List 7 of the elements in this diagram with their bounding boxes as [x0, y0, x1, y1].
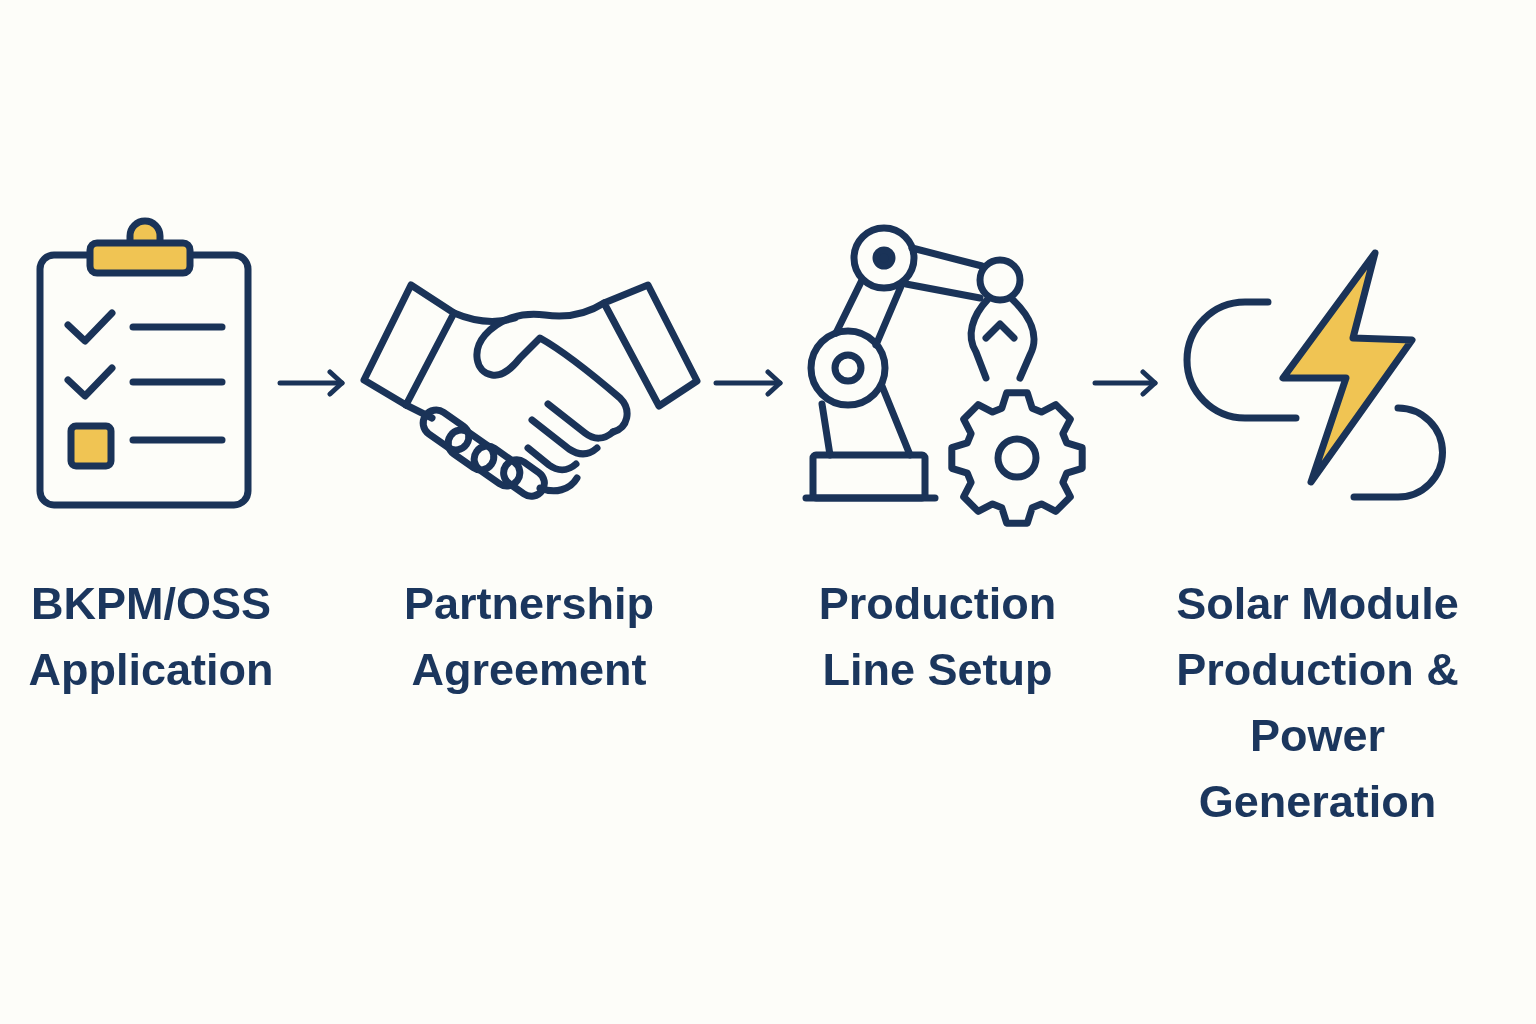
arrow [1092, 369, 1158, 397]
arrow [277, 369, 345, 397]
step-label: Solar Module Production & Power Generation [1175, 577, 1460, 829]
step-label: BKPM/OSS Application [27, 577, 275, 697]
step-label: Production Line Setup [817, 577, 1058, 697]
arrow [713, 369, 783, 397]
step-label: Partnership Agreement [402, 577, 656, 697]
